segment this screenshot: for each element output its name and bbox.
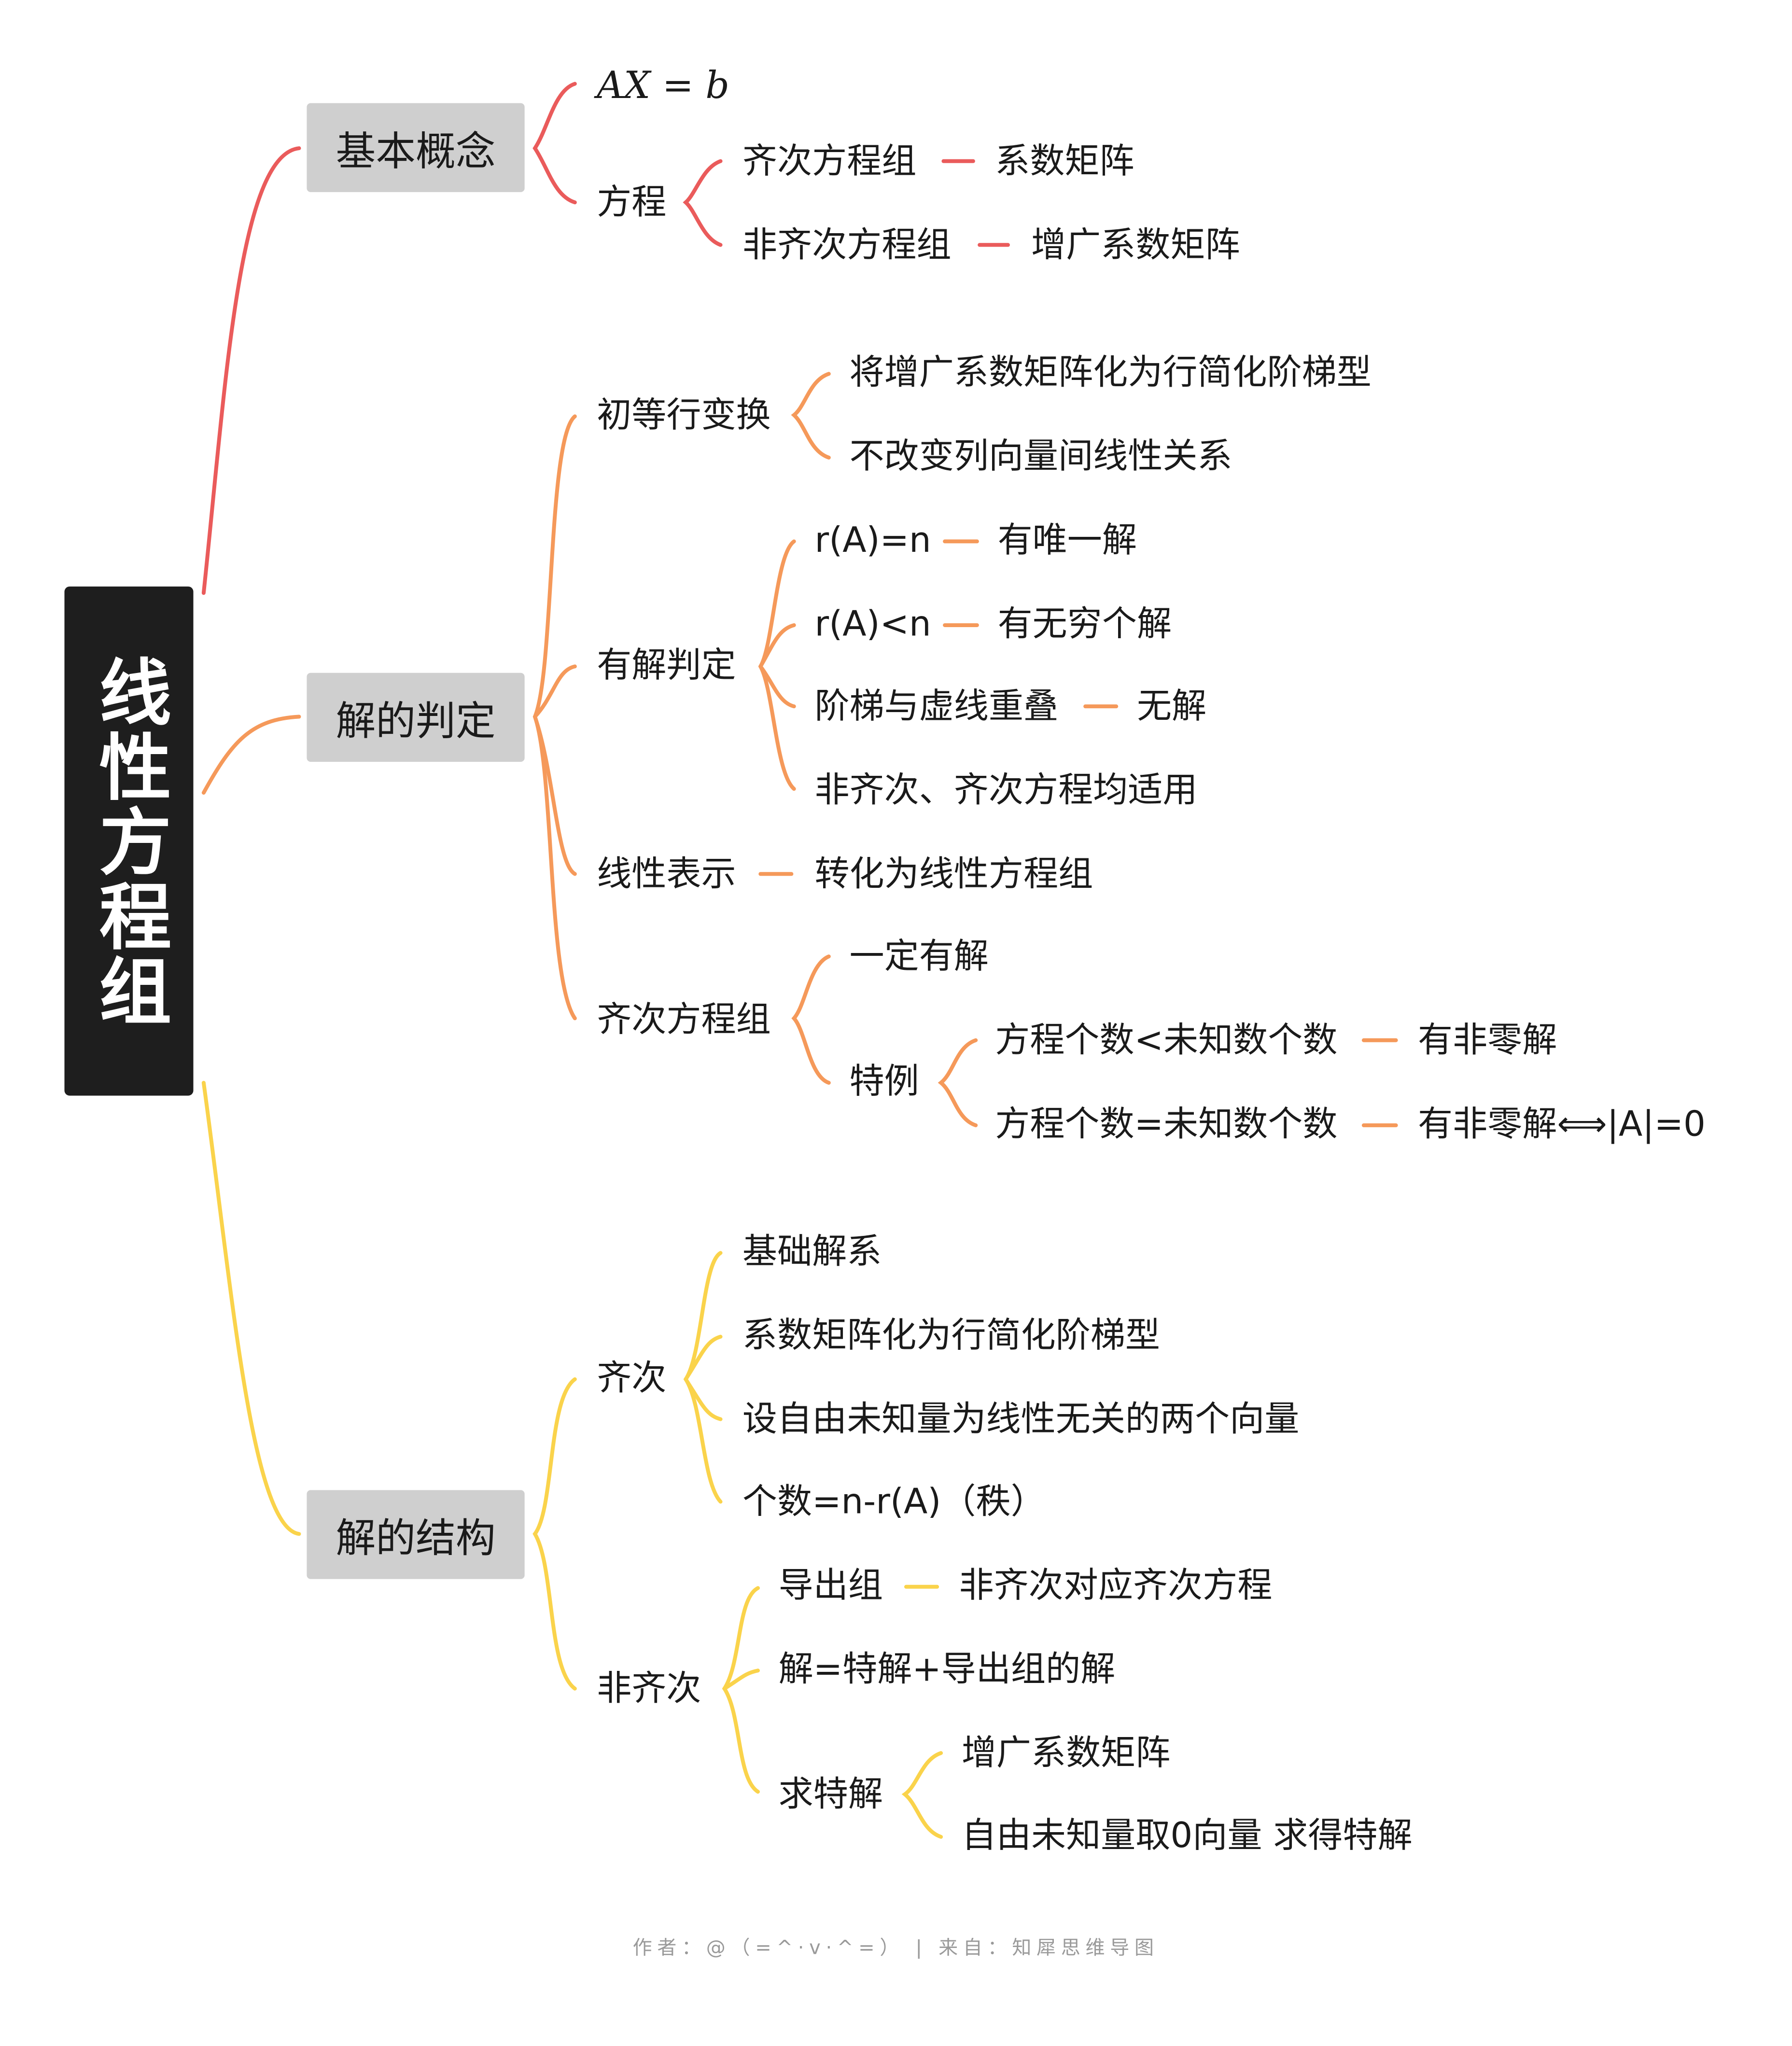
node-label: 基本概念 (336, 129, 496, 176)
brace-equation (683, 159, 723, 247)
node-homogeneous[interactable]: 齐次 (597, 1359, 667, 1399)
stem-free-vars (684, 1377, 723, 1421)
node-fewer-equations[interactable]: 方程个数<未知数个数 (995, 1021, 1338, 1061)
node-nonzero-solution-1[interactable]: 有非零解 (1418, 1021, 1557, 1061)
stem-solution (722, 1668, 760, 1691)
brace-structure (532, 1377, 577, 1691)
stem-infinite (758, 623, 796, 669)
node-row-ops-reduce[interactable]: 将增广系数矩阵化为行简化阶梯型 (849, 353, 1372, 393)
node-nonhomogeneous-system[interactable]: 非齐次方程组 (742, 225, 952, 266)
node-no-solution[interactable]: 无解 (1136, 687, 1207, 727)
formula-ax-b[interactable]: AX = b (597, 63, 729, 107)
node-row-ops-preserve[interactable]: 不改变列向量间线性关系 (849, 437, 1232, 477)
node-coefficient-matrix[interactable]: 系数矩阵 (995, 141, 1134, 182)
node-count-rank[interactable]: 个数=n-r(A)（秩） (742, 1482, 1046, 1523)
node-reduce-coefficient[interactable]: 系数矩阵化为行简化阶梯型 (742, 1316, 1160, 1356)
node-basic-concepts[interactable]: 基本概念 (307, 103, 525, 192)
node-label: 解的结构 (336, 1515, 496, 1563)
spine-judgement (532, 414, 577, 1021)
brace-special (938, 1038, 978, 1127)
brace-row-ops (791, 372, 831, 460)
node-staircase-overlap[interactable]: 阶梯与虚线重叠 (814, 687, 1059, 727)
node-equation[interactable]: 方程 (597, 183, 667, 223)
node-label: 解的判定 (336, 699, 496, 745)
connector-root-basic (201, 146, 301, 595)
node-always-solvable[interactable]: 一定有解 (849, 937, 989, 977)
footer-credit: 作者：@（=^·v·^=） | 来自：知犀思维导图 (632, 1936, 1159, 1960)
node-fundamental-system[interactable]: 基础解系 (742, 1232, 882, 1273)
node-linear-representation[interactable]: 线性表示 (597, 855, 736, 895)
root-node[interactable]: 线性方程组 (64, 586, 194, 1096)
brace-homog (683, 1251, 723, 1504)
stem-reduce (684, 1334, 723, 1381)
node-rank-equals-n[interactable]: r(A)=n (814, 520, 931, 561)
node-solution-judgement[interactable]: 解的判定 (307, 673, 525, 762)
node-free-variables[interactable]: 设自由未知量为线性无关的两个向量 (742, 1400, 1300, 1440)
stem-overlap (758, 664, 796, 709)
connector-root-judgement (201, 715, 301, 795)
node-augmented-matrix[interactable]: 增广系数矩阵 (1031, 225, 1240, 266)
node-applies-both[interactable]: 非齐次、齐次方程均适用 (814, 771, 1198, 811)
node-homogeneous-system[interactable]: 齐次方程组 (742, 141, 917, 182)
node-special-case[interactable]: 特例 (849, 1062, 919, 1102)
node-equal-equations[interactable]: 方程个数=未知数个数 (995, 1105, 1338, 1145)
brace-nonhomog (722, 1586, 760, 1794)
connector-root-structure (201, 1080, 301, 1536)
node-unique-solution[interactable]: 有唯一解 (997, 520, 1137, 561)
node-zero-free-vars[interactable]: 自由未知量取0向量 求得特解 (961, 1816, 1413, 1856)
node-derived-description[interactable]: 非齐次对应齐次方程 (959, 1566, 1273, 1606)
brace-homog-sys (791, 954, 831, 1085)
node-convert-to-system[interactable]: 转化为线性方程组 (814, 855, 1093, 895)
node-nonzero-solution-2[interactable]: 有非零解⟺|A|=0 (1418, 1105, 1706, 1145)
root-title: 线性方程组 (87, 654, 171, 1028)
node-row-operations[interactable]: 初等行变换 (597, 395, 771, 436)
node-nonhomogeneous[interactable]: 非齐次 (597, 1669, 701, 1710)
node-find-particular[interactable]: 求特解 (778, 1775, 883, 1815)
node-solvability[interactable]: 有解判定 (597, 645, 736, 686)
brace-solvable (758, 539, 796, 791)
node-derived-system[interactable]: 导出组 (778, 1566, 883, 1606)
node-rank-less-n[interactable]: r(A)<n (814, 604, 931, 645)
brace-basic (532, 82, 577, 205)
node-solution-structure[interactable]: 解的结构 (307, 1490, 525, 1579)
node-general-solution[interactable]: 解=特解+导出组的解 (778, 1650, 1116, 1690)
stem-linear-rep (533, 715, 577, 876)
node-homogeneous-system-2[interactable]: 齐次方程组 (597, 1000, 771, 1040)
node-infinite-solutions[interactable]: 有无穷个解 (997, 604, 1172, 645)
node-augmented-matrix-2[interactable]: 增广系数矩阵 (961, 1734, 1171, 1774)
stem-solvable (533, 664, 577, 719)
brace-find-particular (901, 1751, 943, 1839)
